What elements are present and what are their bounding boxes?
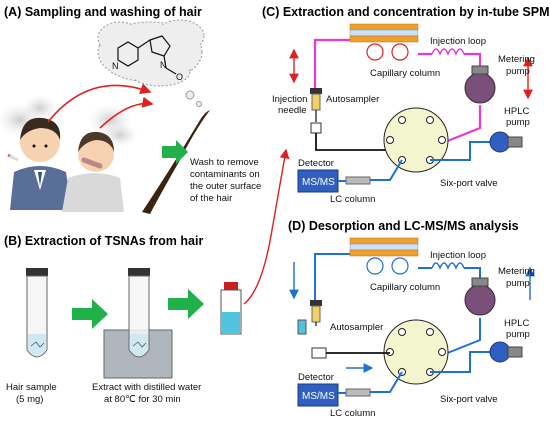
capillary-column-d xyxy=(349,237,419,275)
panel-a-title: (A) Sampling and washing of hair xyxy=(4,5,202,19)
hplc-pump-label-c-2: pump xyxy=(506,117,530,128)
autosampler-d xyxy=(297,300,327,359)
panel-b: (B) Extraction of TSNAs from hair Hair s… xyxy=(4,148,290,405)
smoker-person-icon xyxy=(7,117,72,210)
injection-loop-d xyxy=(431,262,465,270)
hplc-pump-label-d-1: HPLC xyxy=(504,318,529,329)
wash-text-3: the outer surface xyxy=(190,181,261,192)
hplc-pump-label-d-2: pump xyxy=(506,329,530,340)
metering-pump-label-c-2: pump xyxy=(506,66,530,77)
metering-pump-label-d-2: pump xyxy=(506,278,530,289)
red-arrow-to-hair xyxy=(47,83,152,123)
heating-bath xyxy=(103,268,173,379)
passive-person-icon xyxy=(62,131,124,212)
panel-b-title: (B) Extraction of TSNAs from hair xyxy=(4,234,203,248)
capillary-column-label-d: Capillary column xyxy=(370,282,440,293)
sampler-tubing-c xyxy=(315,133,400,151)
capillary-column-label-c: Capillary column xyxy=(370,68,440,79)
metering-pump-d xyxy=(464,277,496,316)
sample-tube xyxy=(26,268,48,358)
hair-sample-text-1: Hair sample xyxy=(6,382,57,393)
six-port-valve-c xyxy=(383,107,449,173)
injection-needle-label-1: Injection xyxy=(272,94,307,105)
autosampler-label-d: Autosampler xyxy=(330,322,383,333)
metering-pump-label-c-1: Metering xyxy=(498,54,535,65)
transfer-arrow xyxy=(243,148,290,305)
msms-label-d: MS/MS xyxy=(302,391,335,402)
sample-vial xyxy=(220,282,242,335)
lc-column-label-c: LC column xyxy=(330,194,375,205)
autosampler-label-c: Autosampler xyxy=(326,94,379,105)
blue-tubing-d xyxy=(430,351,492,373)
panel-d-title: (D) Desorption and LC-MS/MS analysis xyxy=(288,219,519,233)
red-arrow-to-hair-2 xyxy=(99,96,154,129)
magenta-tubing-c xyxy=(313,38,482,90)
nicotine-structure xyxy=(117,35,177,75)
extract-text-2: at 80℃ for 30 min xyxy=(104,394,181,405)
detector-label-c: Detector xyxy=(298,158,334,169)
six-port-valve-d xyxy=(383,319,449,385)
panel-a: (A) Sampling and washing of hair N N O xyxy=(0,5,261,214)
panel-c: (C) Extraction and concentration by in-t… xyxy=(262,5,550,205)
wash-text-1: Wash to remove xyxy=(190,157,259,168)
injection-needle-c xyxy=(310,88,322,134)
detector-label-d: Detector xyxy=(298,372,334,383)
valve-label-c: Six-port valve xyxy=(440,178,498,189)
lc-column-d xyxy=(345,388,371,397)
wash-text-2: contaminants on xyxy=(190,169,260,180)
msms-detector-d xyxy=(297,383,339,407)
capillary-column-c xyxy=(349,23,419,61)
lc-column-c xyxy=(345,176,371,185)
hplc-pump-c xyxy=(489,131,523,153)
blue-tubing-c xyxy=(430,141,492,161)
hplc-pump-d xyxy=(489,341,523,363)
panel-c-title: (C) Extraction and concentration by in-t… xyxy=(262,5,550,19)
injection-loop-c xyxy=(431,48,465,56)
ring-nitrogen-label: N xyxy=(112,61,119,71)
hplc-pump-label-c-1: HPLC xyxy=(504,106,529,117)
wash-text-4: of the hair xyxy=(190,193,232,204)
lc-column-label-d: LC column xyxy=(330,408,375,419)
extract-text-1: Extract with distilled water xyxy=(92,382,201,393)
amine-nitrogen-label: N xyxy=(160,60,167,70)
metering-pump-label-d-1: Metering xyxy=(498,266,535,277)
step-arrow-2 xyxy=(168,289,204,319)
hair-sample-text-2: (5 mg) xyxy=(16,394,43,405)
step-arrow-1 xyxy=(72,299,108,329)
valve-label-d: Six-port valve xyxy=(440,394,498,405)
metering-pump-c xyxy=(464,65,496,104)
wash-arrow-icon xyxy=(162,140,188,164)
injection-needle-label-2: needle xyxy=(278,105,307,116)
injection-loop-label-d: Injection loop xyxy=(430,250,486,261)
thought-cloud: N N O xyxy=(97,19,205,107)
oxygen-label: O xyxy=(176,72,183,82)
injection-loop-label-c: Injection loop xyxy=(430,36,486,47)
panel-d: (D) Desorption and LC-MS/MS analysis Inj… xyxy=(288,219,535,419)
msms-label-c: MS/MS xyxy=(302,177,335,188)
